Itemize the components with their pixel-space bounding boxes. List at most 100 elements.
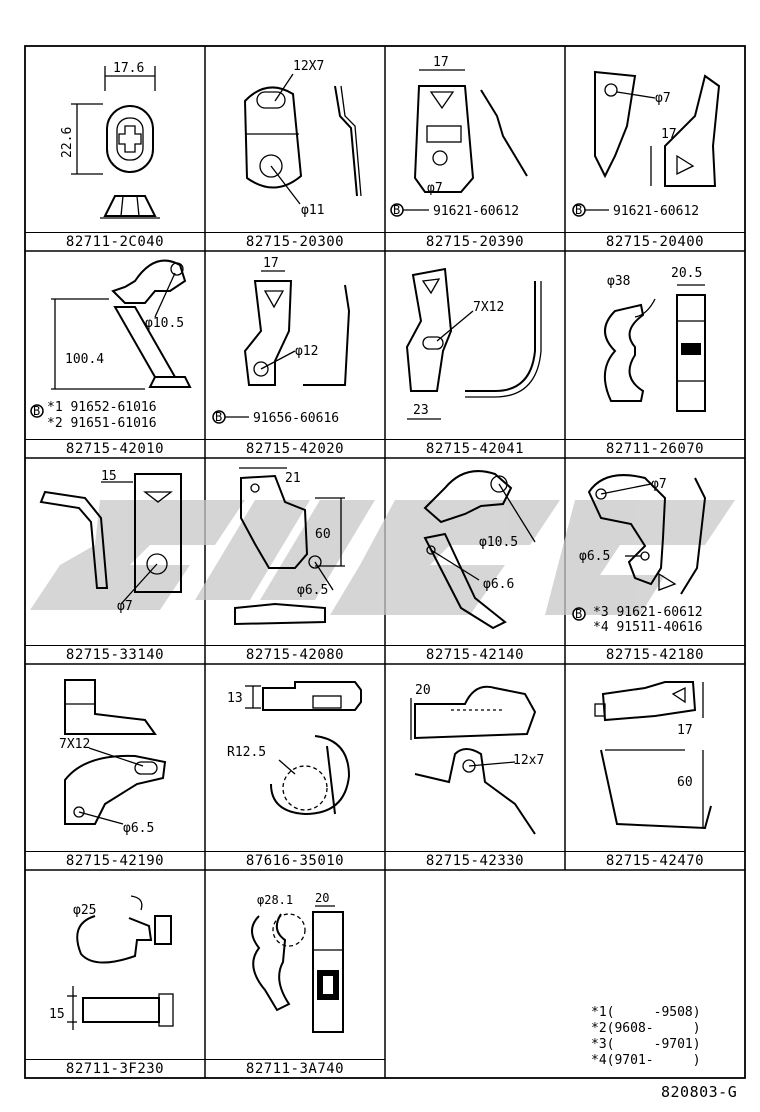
part-drawing: 7X12 23 xyxy=(405,267,542,420)
bolt-marker: B xyxy=(575,203,582,217)
dim-label: 7X12 xyxy=(59,737,90,752)
part-drawing: 13 R12.5 xyxy=(227,681,362,816)
part-number: 82715-20390 xyxy=(385,232,565,252)
legend-entry: *1( -9508) xyxy=(591,1005,701,1020)
bolt-part-number: 91656-60616 xyxy=(253,411,339,426)
part-number: 82711-3A740 xyxy=(205,1059,385,1079)
part-number: 82715-20400 xyxy=(565,232,745,252)
part-cell-82711-3F230: φ25 15 82711-3F230 xyxy=(25,870,205,1078)
part-drawing: φ38 20.5 xyxy=(604,266,706,412)
dim-label: 12x7 xyxy=(513,753,544,768)
part-cell-82715-20390: 17 φ7 B 91621-60612 82715-20390 xyxy=(385,46,565,251)
dim-label: 15 xyxy=(101,469,117,484)
dim-label: 15 xyxy=(49,1007,65,1022)
part-cell-82715-42010: φ10.5 100.4 B *1 91652-61016 *2 91651-61… xyxy=(25,251,205,458)
dim-label: φ6.5 xyxy=(123,821,154,836)
part-cell-82715-42330: 20 12x7 82715-42330 xyxy=(385,664,565,870)
bolt-part-number: 91621-60612 xyxy=(613,204,699,219)
part-number: 82715-42020 xyxy=(205,439,385,459)
part-cell-82715-42140: φ10.5 φ6.6 82715-42140 xyxy=(385,458,565,664)
bolt-part-number: *2 91651-61016 xyxy=(47,416,157,431)
dim-label: φ12 xyxy=(295,344,318,359)
part-cell-87616-35010: 13 R12.5 87616-35010 xyxy=(205,664,385,870)
dim-label: φ38 xyxy=(607,274,630,289)
dim-label: φ6.5 xyxy=(297,583,328,598)
dim-label: φ10.5 xyxy=(145,316,184,331)
dim-label: φ7 xyxy=(427,181,443,196)
part-cell-82715-33140: 15 φ7 82715-33140 xyxy=(25,458,205,664)
part-drawing: 17 φ7 B 91621-60612 xyxy=(390,55,528,219)
part-number: 82715-42140 xyxy=(385,645,565,665)
bolt-part-number: 91621-60612 xyxy=(433,204,519,219)
part-drawing: φ10.5 100.4 B *1 91652-61016 *2 91651-61… xyxy=(30,259,192,431)
legend-entry: *2(9608- ) xyxy=(591,1021,701,1036)
dim-label: 21 xyxy=(285,471,301,486)
dim-label: 23 xyxy=(413,403,429,418)
part-drawing: φ25 15 xyxy=(49,895,174,1030)
part-drawing: φ28.1 20 xyxy=(251,891,344,1033)
dim-label: 60 xyxy=(677,775,693,790)
bolt-part-number: *4 91511-40616 xyxy=(593,620,703,635)
dim-label: φ25 xyxy=(73,903,96,918)
dim-label: 12X7 xyxy=(293,59,324,74)
bolt-part-number: *1 91652-61016 xyxy=(47,400,157,415)
legend-entry: *3( -9701) xyxy=(591,1037,701,1052)
part-number: 87616-35010 xyxy=(205,851,385,871)
part-number: 82715-42470 xyxy=(565,851,745,871)
dim-label: φ7 xyxy=(655,91,671,106)
part-drawing: 17.6 22.6 xyxy=(60,61,160,219)
part-cell-82711-3A740: φ28.1 20 82711-3A740 xyxy=(205,870,385,1078)
part-drawing: 15 φ7 xyxy=(39,469,182,614)
part-cell-82715-42020: 17 φ12 B 91656-60616 82715-42020 xyxy=(205,251,385,458)
part-number: 82711-3F230 xyxy=(25,1059,205,1079)
part-cell-82715-42470: 17 60 82715-42470 xyxy=(565,664,745,870)
part-number: 82711-26070 xyxy=(565,439,745,459)
part-cell-82711-2C040: 17.6 22.6 82711-2C040 xyxy=(25,46,205,251)
dim-label: 17 xyxy=(661,127,677,142)
drawing-number: 820803-G xyxy=(661,1083,738,1101)
dim-label: R12.5 xyxy=(227,745,266,760)
part-cell-82715-20400: φ7 17 B 91621-60612 82715-20400 xyxy=(565,46,745,251)
dim-label: φ7 xyxy=(117,599,133,614)
part-number: 82715-42080 xyxy=(205,645,385,665)
dim-label: φ10.5 xyxy=(479,535,518,550)
part-cell-82715-42180: φ7 φ6.5 B *3 91621-60612 *4 91511-40616 … xyxy=(565,458,745,664)
part-number: 82715-20300 xyxy=(205,232,385,252)
bolt-marker: B xyxy=(215,410,222,424)
date-legend: *1( -9508) *2(9608- ) *3( -9701) *4(9701… xyxy=(591,1005,701,1069)
part-drawing: 17 60 xyxy=(594,681,712,830)
dim-label: 17.6 xyxy=(113,61,144,76)
bolt-part-number: *3 91621-60612 xyxy=(593,605,703,620)
dim-label: φ6.6 xyxy=(483,577,514,592)
part-number: 82715-42330 xyxy=(385,851,565,871)
dim-label: 7X12 xyxy=(473,300,504,315)
part-drawing: 17 φ12 B 91656-60616 xyxy=(212,256,351,426)
dim-label: φ11 xyxy=(301,203,324,218)
bolt-marker: B xyxy=(393,203,400,217)
part-number: 82711-2C040 xyxy=(25,232,205,252)
empty-cell xyxy=(385,870,565,1078)
dim-label: 17 xyxy=(263,256,279,271)
bolt-marker: B xyxy=(575,607,582,621)
dim-label: 13 xyxy=(227,691,243,706)
part-drawing: 20 12x7 xyxy=(410,683,544,835)
part-drawing: φ7 17 B 91621-60612 xyxy=(572,70,721,219)
dim-label: 60 xyxy=(315,527,331,542)
dim-label: 100.4 xyxy=(65,352,104,367)
part-cell-82715-20300: 12X7 φ11 82715-20300 xyxy=(205,46,385,251)
part-cell-82715-42041: 7X12 23 82715-42041 xyxy=(385,251,565,458)
part-drawing: φ10.5 φ6.6 xyxy=(423,470,536,630)
part-number: 82715-42010 xyxy=(25,439,205,459)
part-drawing: 12X7 φ11 xyxy=(243,59,362,218)
legend-entry: *4(9701- ) xyxy=(591,1053,701,1068)
part-cell-82715-42080: 21 60 φ6.5 82715-42080 xyxy=(205,458,385,664)
dim-label: φ7 xyxy=(651,477,667,492)
part-number: 82715-42041 xyxy=(385,439,565,459)
dim-label: 17 xyxy=(433,55,449,70)
bolt-marker: B xyxy=(33,404,40,418)
dim-label: 20.5 xyxy=(671,266,702,281)
part-cell-82711-26070: φ38 20.5 82711-26070 xyxy=(565,251,745,458)
dim-label: 20 xyxy=(315,891,329,905)
